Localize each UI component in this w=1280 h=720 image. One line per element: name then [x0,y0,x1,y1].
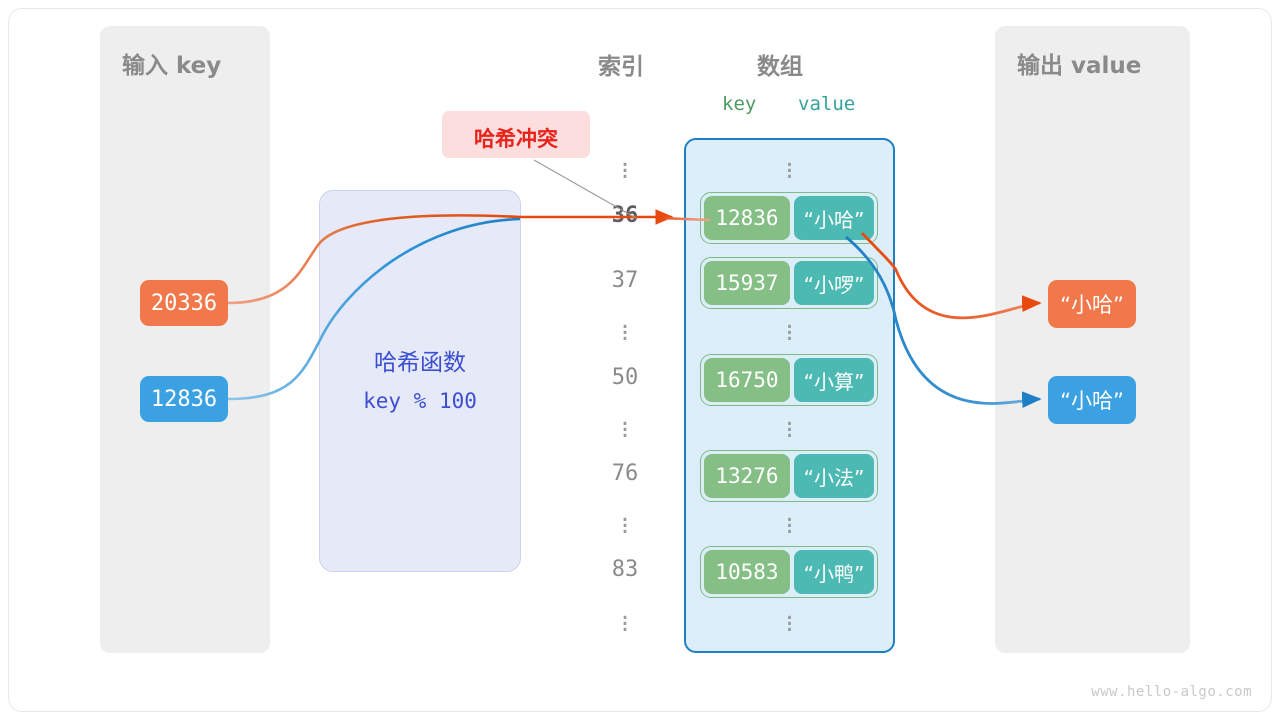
bucket-key-cell: 15937 [704,261,790,305]
key-column-header: key [722,93,757,115]
hash-collision-label: 哈希冲突 [474,127,558,151]
input-key-pill: 20336 [140,280,228,326]
index-label: 76 [611,461,639,486]
index-ellipsis: ... [620,402,630,444]
index-ellipsis: ... [620,498,630,540]
bucket-value-cell: “小法” [793,454,874,498]
array-ellipsis: ... [785,305,794,347]
array-ellipsis: ... [785,143,794,185]
watermark: www.hello-algo.com [1091,684,1252,700]
output-value-pill: “小哈” [1048,280,1136,328]
bucket-key-cell: 12836 [704,196,790,240]
bucket-row: 15937“小啰” [700,257,878,309]
index-ellipsis: ... [620,143,630,185]
bucket-value-cell: “小哈” [793,196,874,240]
bucket-value-cell: “小鸭” [793,550,874,594]
bucket-key-cell: 10583 [704,550,790,594]
index-column-title: 索引 [598,54,644,80]
index-label: 37 [611,268,639,293]
array-column-title: 数组 [757,54,803,80]
bucket-key-cell: 13276 [704,454,790,498]
output-value-pill: “小哈” [1048,376,1136,424]
bucket-key-cell: 16750 [704,358,790,402]
index-ellipsis: ... [620,305,630,347]
array-ellipsis: ... [785,596,794,638]
bucket-value-cell: “小啰” [793,261,874,305]
array-ellipsis: ... [785,402,794,444]
bucket-row: 13276“小法” [700,450,878,502]
value-column-header: value [798,93,856,115]
input-panel-title: 输入 key [122,53,222,79]
hash-function-title: 哈希函数 [374,350,466,376]
index-label: 83 [611,557,639,582]
output-panel-title: 输出 value [1017,53,1142,79]
index-ellipsis: ... [620,596,630,638]
hash-function-box: 哈希函数 key % 100 [319,190,521,572]
input-key-panel [100,26,270,653]
index-label: 50 [611,365,639,390]
index-label: 36 [611,203,639,228]
input-key-pill: 12836 [140,376,228,422]
hash-function-formula: key % 100 [363,389,477,413]
array-ellipsis: ... [785,498,794,540]
bucket-value-cell: “小算” [793,358,874,402]
bucket-row: 16750“小算” [700,354,878,406]
bucket-row: 12836“小哈” [700,192,878,244]
output-value-panel [995,26,1190,653]
hash-collision-badge: 哈希冲突 [442,111,590,158]
bucket-row: 10583“小鸭” [700,546,878,598]
